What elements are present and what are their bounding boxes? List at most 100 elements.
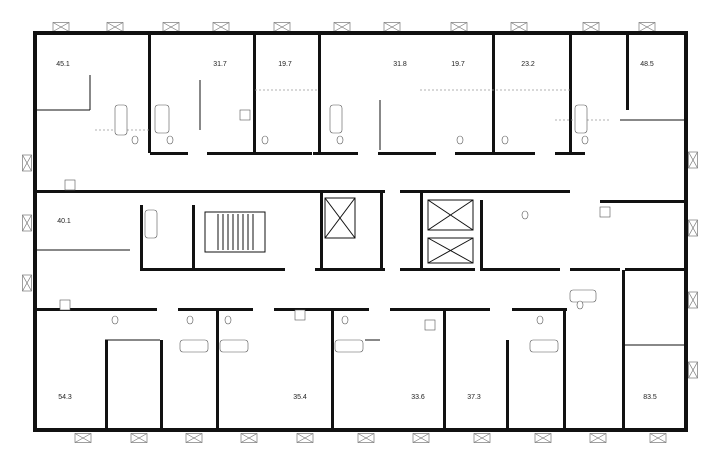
apartment-area-label: 19.7 [278,61,292,68]
bathtub-icon [574,104,588,134]
bathtub-icon [219,339,249,353]
bathtub-icon [529,339,559,353]
wall [400,268,475,271]
wall [480,200,483,270]
window-cross [688,361,698,379]
wall [207,152,262,155]
toilet-icon [166,135,174,145]
wall [622,270,625,430]
wall [512,308,567,311]
window-cross [688,151,698,169]
stove-icon [239,109,251,121]
stove-icon [64,179,76,191]
toilet-icon [456,135,464,145]
partitions [37,75,684,346]
window-cross [582,22,600,32]
toilet-icon [501,135,509,145]
window-cross [185,433,203,443]
wall [390,308,490,311]
fixtures [59,104,611,353]
wall [105,340,108,430]
stove-icon [424,319,436,331]
wall [506,340,509,430]
windows [22,22,698,443]
wall [331,310,334,430]
bathtub-icon [154,104,170,134]
window-cross [22,214,32,232]
wall [380,193,383,271]
toilet-icon [336,135,344,145]
wall [160,340,163,430]
wall [140,205,143,270]
wall [313,152,358,155]
wall [315,268,385,271]
bathtub-icon [144,209,158,239]
apartment-area-label: 31.8 [393,61,407,68]
wall [150,152,188,155]
apartment-area-label: 37.3 [467,394,481,401]
apartment-area-label: 23.2 [521,61,535,68]
stair [204,211,266,253]
window-cross [688,219,698,237]
window-cross [638,22,656,32]
window-cross [412,433,430,443]
wall [492,35,495,155]
wall [318,35,321,155]
window-cross [357,433,375,443]
wall [320,193,323,271]
wall [625,268,684,271]
window-cross [510,22,528,32]
window-cross [333,22,351,32]
wall [563,310,566,430]
window-cross [534,433,552,443]
window-cross [22,274,32,292]
stove-icon [59,299,71,311]
window-cross [273,22,291,32]
window-cross [74,433,92,443]
apartment-area-label: 33.6 [411,394,425,401]
wall [600,200,684,203]
outer-walls [33,31,688,432]
elevators [324,197,474,264]
wall [262,152,312,155]
toilet-icon [536,315,544,325]
wall [570,268,620,271]
toilet-icon [576,300,584,310]
window-cross [240,433,258,443]
wall [400,190,570,193]
window-cross [296,433,314,443]
toilet-icon [186,315,194,325]
wall [480,268,560,271]
toilet-icon [111,315,119,325]
apartment-area-label: 83.5 [643,394,657,401]
apartment-area-label: 31.7 [213,61,227,68]
wall [178,308,253,311]
apartment-area-label: 19.7 [451,61,465,68]
wall [626,35,629,110]
window-cross [589,433,607,443]
wall [253,35,256,155]
wall [37,190,302,193]
wall [140,268,285,271]
window-cross [52,22,70,32]
bathtub-icon [334,339,364,353]
window-cross [162,22,180,32]
apartment-area-label: 48.5 [640,61,654,68]
window-cross [450,22,468,32]
bathtub-icon [569,289,597,303]
toilet-icon [521,210,529,220]
stove-icon [599,206,611,218]
wall [216,310,219,430]
wall [378,152,436,155]
window-cross [688,291,698,309]
toilet-icon [261,135,269,145]
apartment-area-label: 45.1 [56,61,70,68]
apartment-area-label: 54.3 [58,394,72,401]
window-cross [473,433,491,443]
wall [569,35,572,155]
wall [148,35,151,153]
window-cross [383,22,401,32]
window-cross [130,433,148,443]
apartment-area-label: 40.1 [57,218,71,225]
